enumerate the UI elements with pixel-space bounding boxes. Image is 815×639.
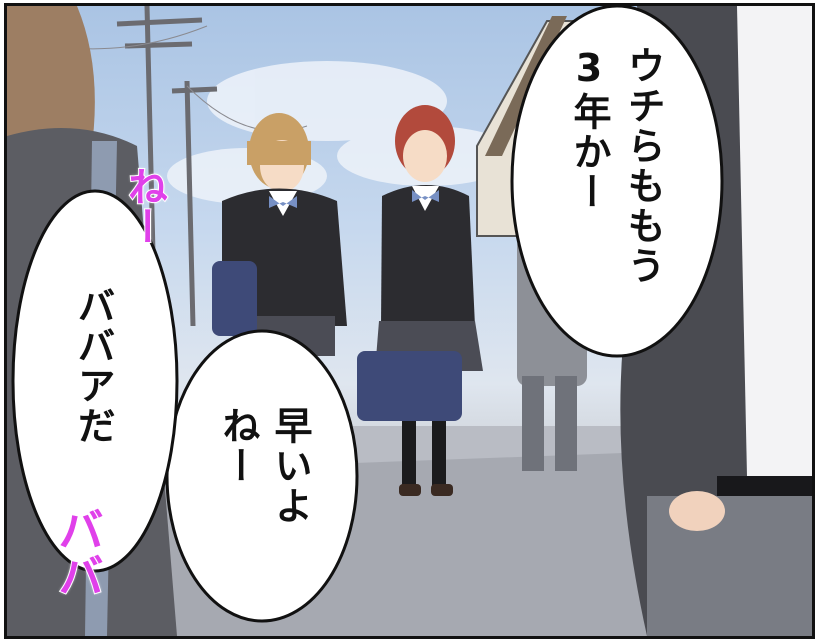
sky-clouds <box>167 61 517 204</box>
speech-text-center: 早いよねー <box>216 406 312 526</box>
speech-text-left: ババアだ <box>71 286 115 446</box>
speech-text-right: ウチらももう3年かー <box>567 46 665 286</box>
schoolgirl-blonde <box>212 113 347 356</box>
manga-panel: ウチらももう3年かー 早いよねー ババアだ ねー ババ <box>4 3 815 639</box>
sfx-nee: ねー <box>120 165 168 247</box>
schoolgirl-redhead <box>357 105 483 496</box>
speech-bubble-right <box>510 6 724 358</box>
speech-bubble-left <box>11 189 179 573</box>
sfx-baba: ババ <box>50 505 106 599</box>
street-scene <box>7 6 812 636</box>
